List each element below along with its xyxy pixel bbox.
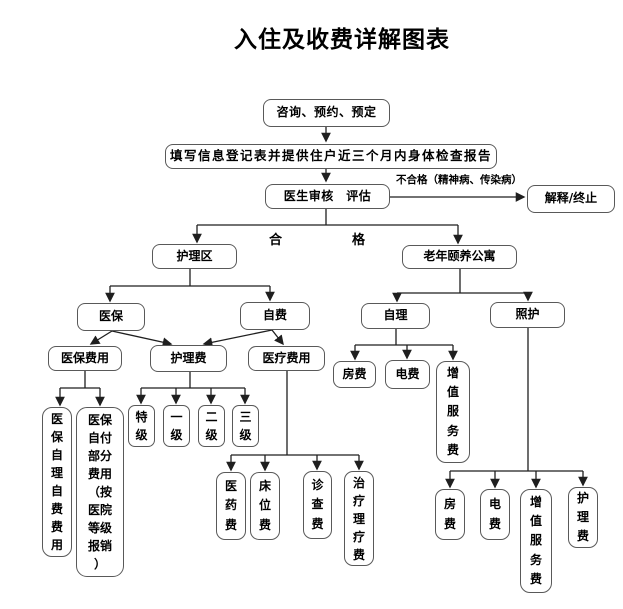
- node-tier-3: 三级: [232, 405, 259, 447]
- node-medical-fees: 医疗费用: [248, 346, 325, 371]
- node-self-care: 自理: [361, 303, 430, 329]
- edge-label-pass-left: 合: [269, 233, 283, 248]
- node-consult: 咨询、预约、预定: [263, 99, 390, 127]
- node-insurance-copay-fee: 医保自付部分费用（按医院等级报销）: [76, 407, 124, 577]
- node-self-pay: 自费: [240, 302, 310, 330]
- node-electric-fee-assisted: 电费: [480, 489, 510, 540]
- node-vas-fee-assisted: 增值服务费: [520, 489, 552, 593]
- node-medicine-fee: 医药费: [216, 472, 246, 540]
- node-insurance-fees: 医保费用: [48, 346, 122, 371]
- node-nursing-fee: 护理费: [150, 345, 227, 372]
- node-insurance-self-pay-fee: 医保自理自费费用: [42, 407, 72, 557]
- node-exam-fee: 诊查费: [303, 471, 332, 539]
- node-tier-1: 一级: [163, 405, 190, 447]
- node-room-fee-assisted: 房费: [435, 489, 465, 540]
- edge-label-pass-right: 格: [352, 233, 366, 248]
- node-terminate: 解释/终止: [527, 185, 615, 213]
- edge-label-fail: 不合格（精神病、传染病）: [396, 174, 522, 186]
- node-tier-special: 特级: [128, 405, 155, 447]
- node-apartment: 老年颐养公寓: [402, 245, 517, 269]
- node-therapy-fee: 治疗理疗费: [344, 471, 374, 566]
- node-register: 填写信息登记表并提供住户近三个月内身体检查报告: [165, 144, 497, 169]
- node-doctor-review: 医生审核 评估: [265, 184, 390, 209]
- node-tier-2: 二级: [198, 405, 225, 447]
- node-medical-insurance: 医保: [77, 303, 145, 331]
- page-title: 入住及收费详解图表: [234, 27, 450, 53]
- node-vas-fee-selfcare: 增值服务费: [436, 361, 470, 463]
- node-nursing-area: 护理区: [152, 244, 237, 269]
- node-nursing-fee-assisted: 护理费: [568, 487, 598, 548]
- node-room-fee-selfcare: 房费: [333, 361, 376, 388]
- node-electric-fee-selfcare: 电费: [385, 360, 430, 389]
- node-assisted-care: 照护: [490, 302, 565, 328]
- node-bed-fee: 床位费: [250, 472, 280, 540]
